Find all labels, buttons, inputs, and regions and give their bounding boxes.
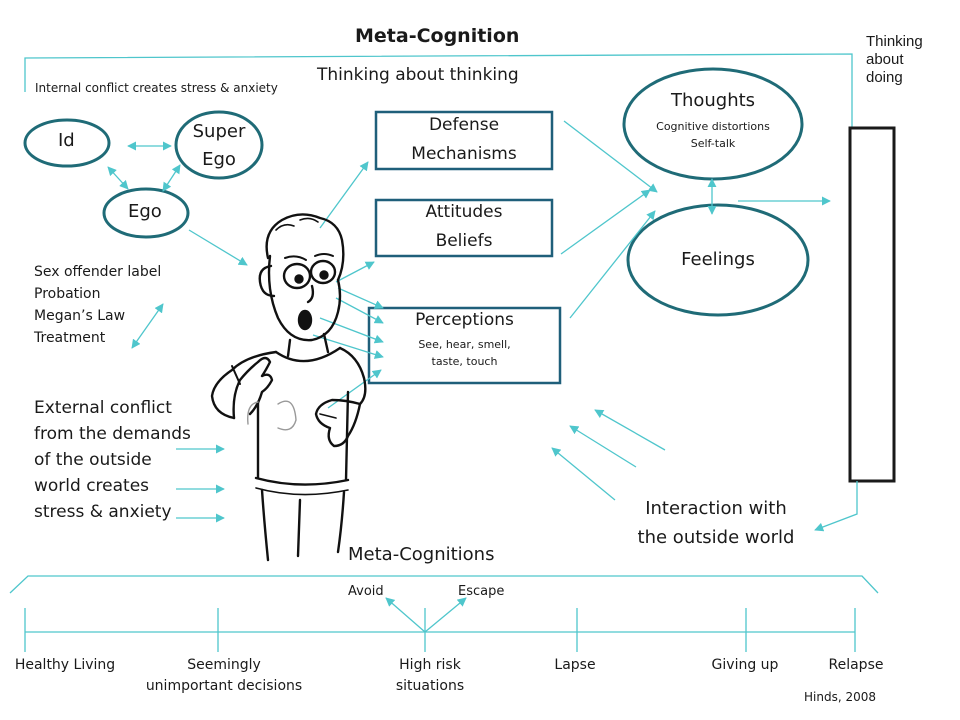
feelings-ellipse [626,203,810,317]
outside-arrow-2 [569,425,637,468]
diagram-subtitle: Thinking about thinking [317,65,519,85]
stage-line: Healthy Living [14,657,116,673]
thinking-about-doing-line: doing [866,69,903,86]
thoughts-label: Thoughts [670,90,756,111]
external-conflict-line: from the demands [34,424,191,444]
confused-person-drawing [210,213,367,562]
hand-perception-arrow [327,369,382,409]
perceptions-feelings-arrow [569,210,656,319]
perceptions-detail-line: taste, touch [431,355,498,368]
escape-label: Escape [458,584,505,599]
stage-line: unimportant decisions [145,678,303,694]
external-conflict-line: of the outside [34,450,152,470]
perceptions-detail: See, hear, smell, taste, touch [369,336,560,370]
stage-line: situations [395,678,465,694]
stage-giving-up: Giving up [700,655,790,676]
interaction-label: Interaction with the outside world [610,494,822,552]
person-attitudes-arrow [335,261,375,283]
external-conflict-line: stress & anxiety [34,502,172,522]
external-conflict-text: External conflict from the demands of th… [34,395,191,525]
stage-seemingly-unimportant-decisions: Seemingly unimportant decisions [118,655,330,697]
defense-mechanisms-label: Defense Mechanisms [376,111,552,169]
defense-box [374,110,554,171]
thinking-about-doing-line: about [866,51,904,68]
diagram-title: Meta-Cognition [355,25,520,47]
outside-arrow-1 [594,409,666,451]
stage-high-risk-situations: High risk situations [370,655,490,697]
bottom-bracket [9,575,879,594]
meta-cognitions-title: Meta-Cognitions [348,544,495,565]
perceptions-box [367,306,562,385]
thoughts-detail-line: Self-talk [690,137,736,150]
citation: Hinds, 2008 [804,690,876,704]
superego-line: Ego [202,149,236,170]
stage-line: Seemingly [187,657,261,673]
external-label-item: Sex offender label [34,264,162,280]
external-label-item: Megan’s Law [34,308,126,324]
ego-to-person-arrow [188,229,248,266]
top-bracket [24,53,853,128]
ego-label: Ego [128,201,162,222]
defense-line: Mechanisms [411,144,517,164]
label-bracket-arrow [131,303,164,349]
eye-perception-arrow-1 [337,287,384,309]
doing-bar [848,126,896,483]
perceptions-detail-line: See, hear, smell, [418,338,511,351]
external-labels-list: Sex offender label Probation Megan’s Law… [34,261,161,349]
stage-line: Relapse [828,657,884,673]
external-conflict-line: External conflict [34,398,172,418]
superego-ellipse [174,110,264,180]
defense-line: Defense [428,115,500,135]
superego-label: Super Ego [189,118,249,174]
id-label: Id [58,130,75,151]
stage-relapse: Relapse [818,655,894,676]
attitudes-line: Attitudes [425,202,503,222]
stage-line: Giving up [711,657,779,673]
thinking-about-doing-line: Thinking [866,33,923,50]
eye-perception-arrow-2 [335,297,384,324]
ear-perception-arrow [319,317,384,344]
person-defense-arrow [319,161,369,229]
superego-ego-arrow [162,164,181,192]
thoughts-detail-line: Cognitive distortions [656,120,770,133]
interaction-line: the outside world [637,527,795,548]
escape-arrow [424,597,467,633]
thoughts-detail: Cognitive distortions Self-talk [624,118,802,152]
attitudes-thoughts-arrow [560,189,651,255]
id-ellipse [23,118,111,168]
external-label-item: Treatment [34,330,106,346]
feelings-label: Feelings [681,249,755,270]
stage-lapse: Lapse [540,655,610,676]
perceptions-label: Perceptions [415,310,514,330]
avoid-label: Avoid [348,584,384,599]
attitudes-beliefs-label: Attitudes Beliefs [376,198,552,256]
id-ego-arrow [107,166,129,190]
stage-healthy-living: Healthy Living [0,655,130,676]
thinking-about-doing-label: Thinking about doing [866,33,923,87]
stage-line: High risk [399,657,461,673]
outside-arrow-3 [551,447,616,501]
stage-line: Lapse [554,657,596,673]
external-label-item: Probation [34,286,101,302]
internal-conflict-label: Internal conflict creates stress & anxie… [35,81,278,95]
ego-ellipse [102,187,190,239]
external-conflict-line: world creates [34,476,150,496]
attitudes-line: Beliefs [435,231,493,251]
doing-outside-arrow [814,481,858,532]
attitudes-box [374,198,554,258]
interaction-line: Interaction with [645,498,787,519]
avoid-arrow [385,597,426,633]
defense-thoughts-arrow [563,120,658,193]
superego-line: Super [192,121,246,142]
